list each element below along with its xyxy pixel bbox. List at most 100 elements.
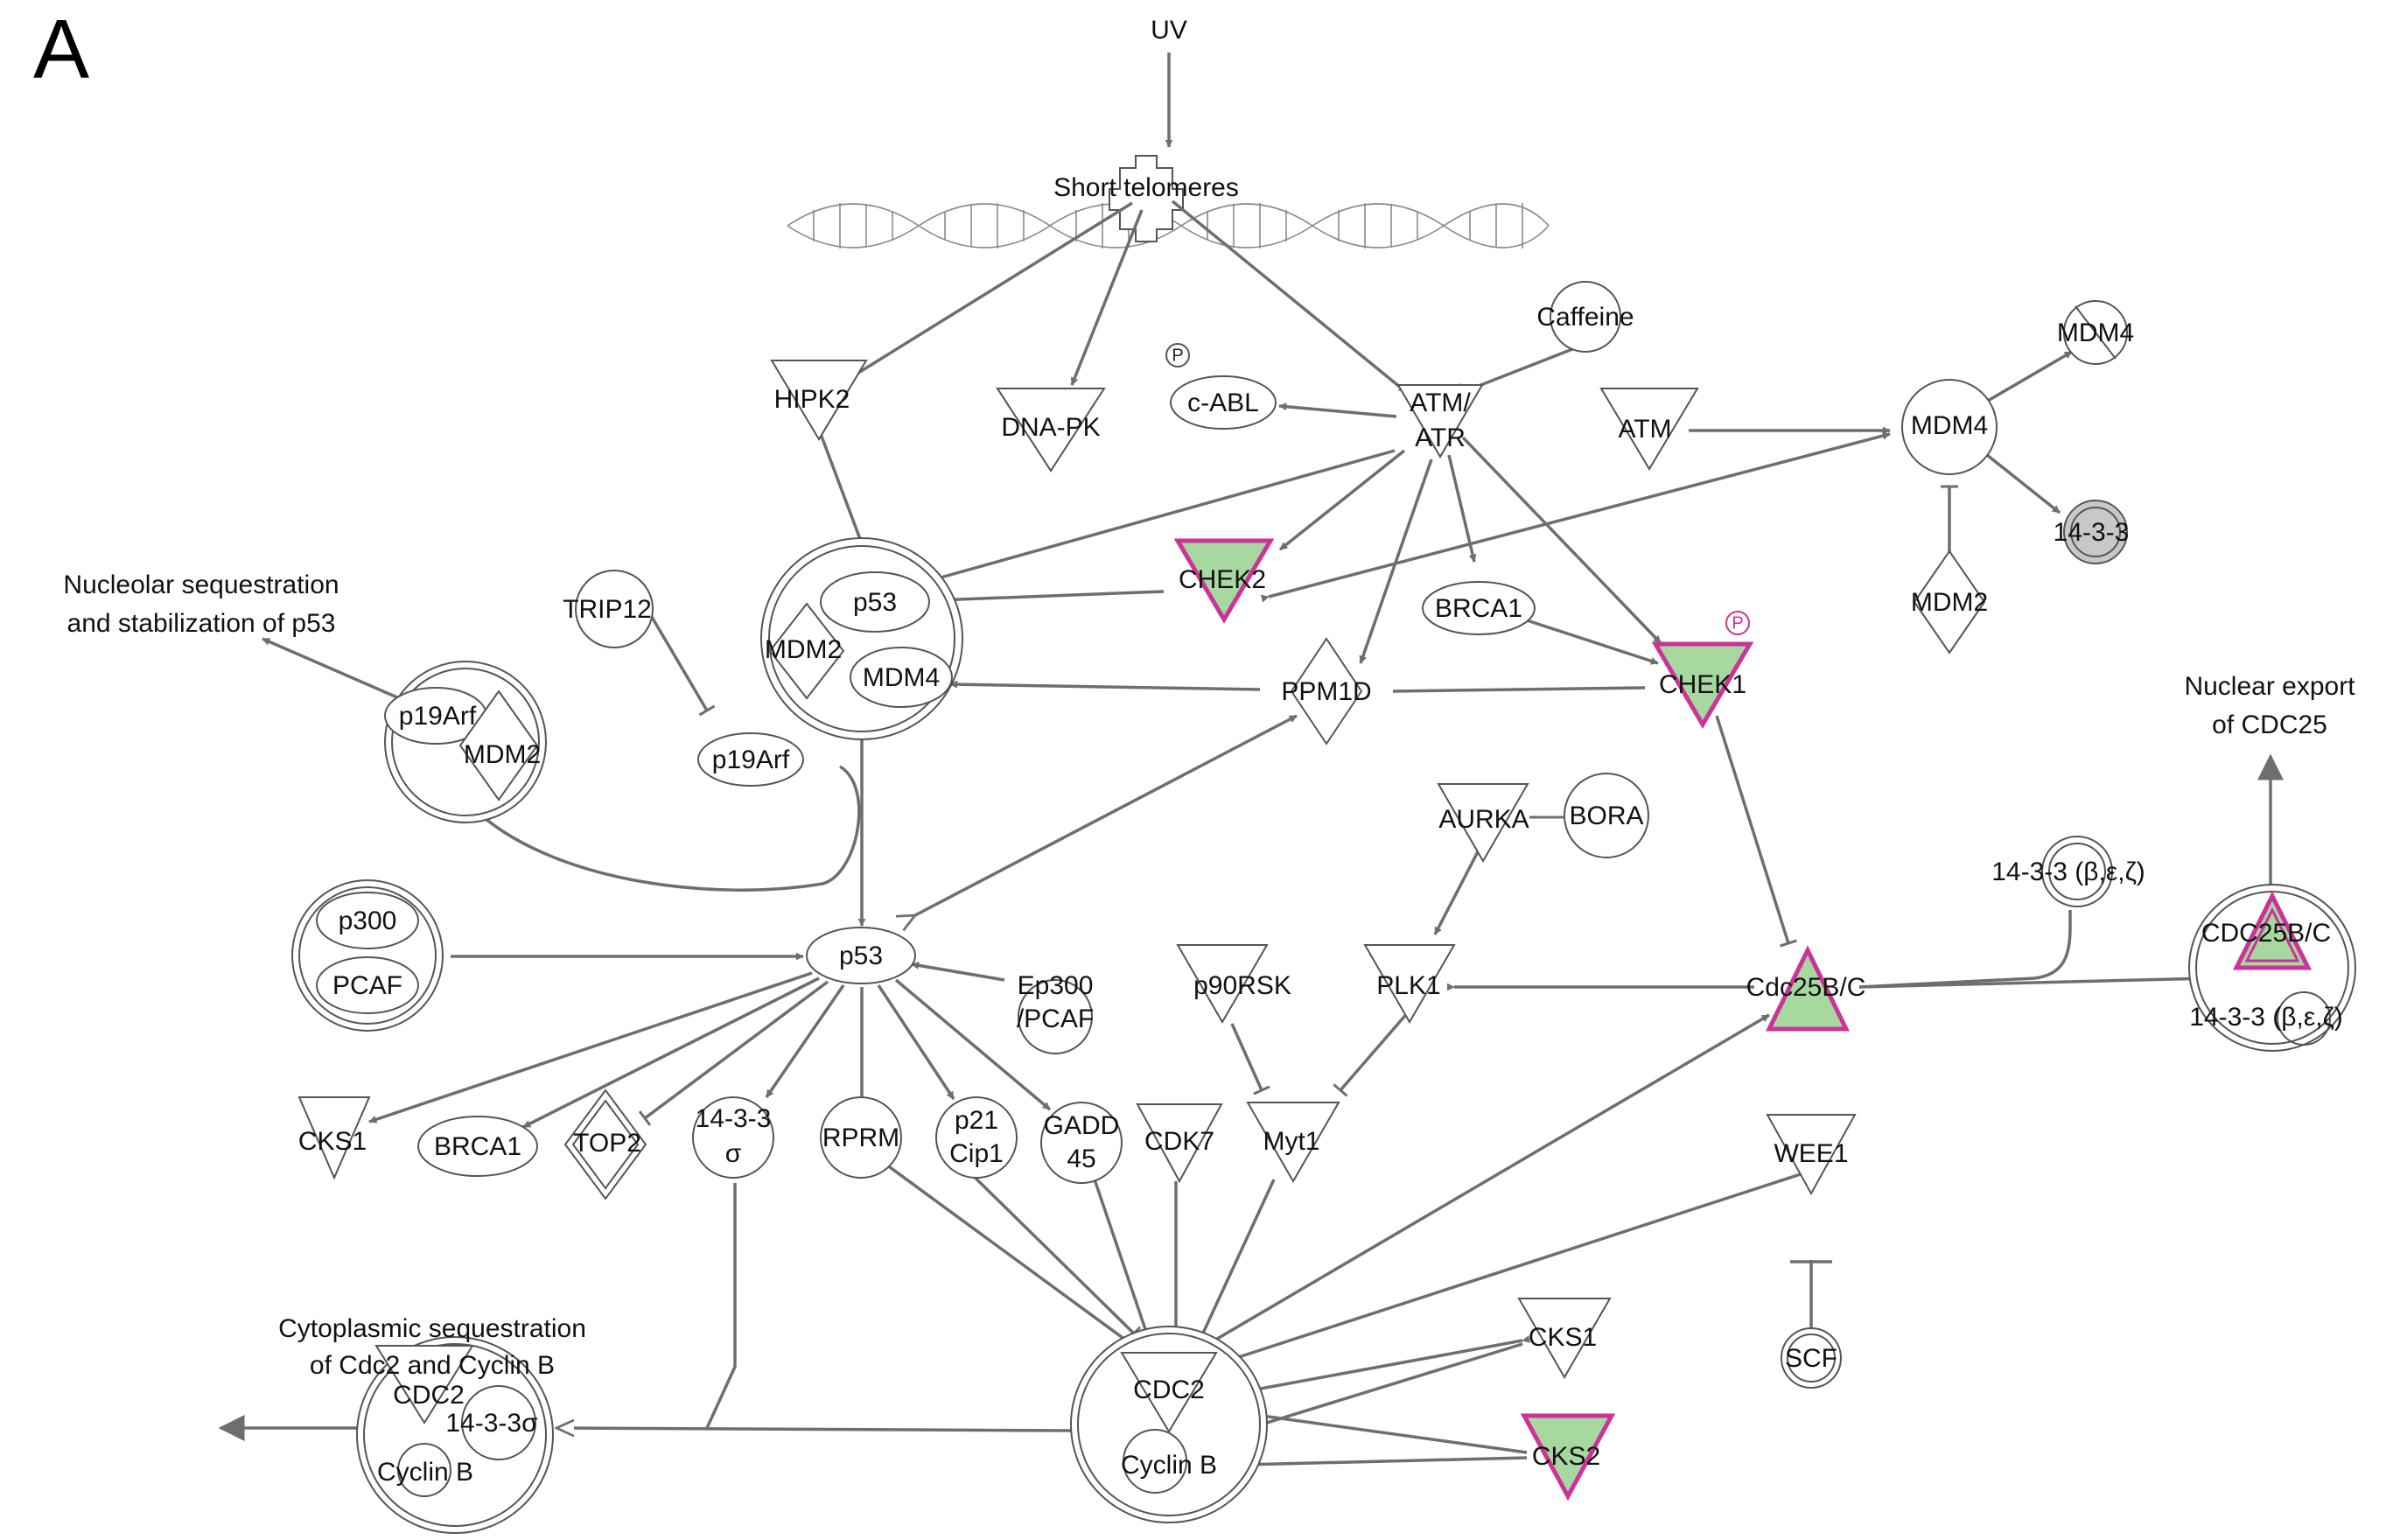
- cdc2-cyclinb-complex[interactable]: CDC2 Cyclin B: [1070, 1326, 1268, 1523]
- nucleolar-note-line2: and stabilization of p53: [67, 609, 336, 638]
- atm-atr-label-2: ATR: [1415, 424, 1466, 452]
- edge-p53-gadd45: [894, 978, 1052, 1111]
- edge-p53-brca1: [522, 976, 820, 1129]
- atm-atr-node[interactable]: ATM/ ATR: [1396, 384, 1484, 458]
- nucleolar-note-line1: Nucleolar sequestration: [63, 570, 339, 599]
- p53-node[interactable]: p53: [806, 927, 916, 984]
- edge-mdm4-mdm4: [1987, 350, 2073, 402]
- p19arf-mdm2-complex[interactable]: p19Arf MDM2: [384, 661, 547, 823]
- caffeine-node[interactable]: Caffeine: [1536, 281, 1634, 353]
- brca1-bottom-label: BRCA1: [434, 1132, 521, 1161]
- chek1-label: CHEK1: [1659, 670, 1746, 699]
- cks1-right-node[interactable]: CKS1: [1517, 1298, 1612, 1379]
- cks2-node[interactable]: CKS2: [1520, 1413, 1616, 1502]
- cdc25-1433-complex[interactable]: CDC25B/C 14-3-3 (β,ε,ζ): [2188, 884, 2356, 1052]
- edge-ppm1d-complex: [949, 680, 1261, 691]
- mdm4-top-node[interactable]: MDM4: [2057, 300, 2134, 365]
- gadd45-label-1: GADD: [1044, 1111, 1120, 1140]
- edge-p53-p21: [877, 984, 955, 1100]
- phospho-icon: [1165, 343, 1190, 368]
- edge-brca1-chek1: [1513, 614, 1659, 665]
- chek2-node[interactable]: CHEK2: [1173, 538, 1275, 624]
- top2-node[interactable]: TOP2: [563, 1088, 647, 1200]
- trip12-label: TRIP12: [563, 595, 652, 624]
- cks1-left-node[interactable]: CKS1: [297, 1096, 371, 1180]
- cx-left-cyclinb-label: Cyclin B: [377, 1458, 473, 1487]
- rprm-node[interactable]: RPRM: [820, 1096, 902, 1179]
- cks2-label: CKS2: [1532, 1442, 1600, 1471]
- myt1-node[interactable]: Myt1: [1246, 1102, 1340, 1183]
- grey-1433-node[interactable]: 14-3-3: [2054, 500, 2130, 564]
- cdk7-node[interactable]: CDK7: [1136, 1103, 1223, 1184]
- uv-label: UV: [1151, 16, 1187, 45]
- edge-atm-ppm1d: [1359, 458, 1433, 664]
- edge-wee1-cdc2: [1176, 1169, 1812, 1379]
- p300-label: p300: [339, 906, 397, 935]
- scf-node[interactable]: SCF: [1781, 1327, 1842, 1389]
- cx-1433-beze-label: 14-3-3 (β,ε,ζ): [2189, 1003, 2343, 1032]
- p53-mdm2-mdm4-complex[interactable]: p53 MDM2 MDM4: [760, 537, 963, 740]
- mdm4-degraded-mark: [2075, 305, 2117, 360]
- atm-label: ATM: [1618, 415, 1671, 444]
- plk1-node[interactable]: PLK1: [1363, 944, 1456, 1024]
- mdm2-right-node[interactable]: MDM2: [1911, 550, 1988, 654]
- gadd45-node[interactable]: GADD 45: [1040, 1102, 1123, 1184]
- top2-label: TOP2: [573, 1129, 641, 1158]
- edge-rprm-cdc2: [871, 1153, 1136, 1350]
- mdm4-center-node[interactable]: MDM4: [1901, 379, 1998, 475]
- ep300-pcaf-node[interactable]: Ep300 /PCAF: [1017, 971, 1094, 1054]
- cdk7-label: CDK7: [1144, 1127, 1214, 1156]
- p90rsk-label: p90RSK: [1193, 971, 1291, 1000]
- c-abl-phospho-label: P: [1172, 346, 1183, 365]
- cdc25bc-label: Cdc25B/C: [1746, 973, 1866, 1002]
- cx-left-cdc2-label: CDC2: [393, 1381, 465, 1410]
- atm-node[interactable]: ATM: [1599, 388, 1699, 471]
- edge-ppm1d-p53: [915, 714, 1298, 915]
- cdc25bc-node[interactable]: Cdc25B/C: [1746, 945, 1866, 1032]
- hipk2-node[interactable]: HIPK2: [770, 360, 868, 441]
- edge-p53-top2: [638, 980, 829, 1126]
- edge-plk1-myt1: [1333, 1010, 1410, 1097]
- bora-node[interactable]: BORA: [1564, 773, 1649, 858]
- edge-complex-nucleolar: [262, 637, 412, 705]
- edge-trip12-p19arf: [647, 612, 716, 717]
- edge-cdc25-1433: [1858, 910, 2072, 989]
- dna-pk-node[interactable]: DNA-PK: [996, 388, 1106, 472]
- short-telomeres-label: Short telomeres: [1053, 173, 1239, 202]
- scf-label: SCF: [1785, 1344, 1837, 1373]
- p300-pcaf-complex[interactable]: p300 PCAF: [291, 879, 444, 1032]
- chek1-node[interactable]: CHEK1 P: [1651, 611, 1754, 729]
- p21-cip1-node[interactable]: p21 Cip1: [935, 1096, 1018, 1179]
- cyto-note-line2: of Cdc2 and Cyclin B: [310, 1351, 555, 1380]
- cdc2-1433s-cyclinb-complex[interactable]: CDC2 14-3-3σ Cyclin B: [356, 1336, 554, 1534]
- sigma-1433-label-1: 14-3-3: [696, 1104, 772, 1133]
- edge-p53-1433s: [765, 984, 845, 1098]
- brca1-bottom-node[interactable]: BRCA1: [417, 1116, 538, 1177]
- p90rsk-node[interactable]: p90RSK: [1176, 944, 1291, 1024]
- brca1-top-node[interactable]: BRCA1: [1422, 581, 1536, 635]
- rprm-label: RPRM: [822, 1124, 899, 1152]
- edge-cdc2-cyto-complex: [556, 1428, 1074, 1431]
- edge-cdc2-cks2-b: [1242, 1456, 1528, 1466]
- edge-1433s-cyto: [705, 1183, 737, 1429]
- sigma-1433-label-2: σ: [725, 1139, 742, 1168]
- sigma-1433-node[interactable]: 14-3-3 σ: [692, 1096, 774, 1179]
- complex-mdm2-label: MDM2: [765, 635, 842, 664]
- wee1-node[interactable]: WEE1: [1766, 1114, 1857, 1196]
- wee1-label: WEE1: [1774, 1139, 1848, 1168]
- edge-cdc25-complex: [1858, 978, 2208, 989]
- edge-p19arf-complex: [478, 765, 861, 892]
- myt1-label: Myt1: [1263, 1127, 1319, 1156]
- chek1-phospho-label: P: [1732, 613, 1743, 633]
- complex-mdm4-label: MDM4: [863, 663, 940, 692]
- p19arf-node[interactable]: p19Arf: [697, 732, 804, 787]
- trip12-node[interactable]: TRIP12: [563, 570, 654, 648]
- edge-mdm4-1433: [1981, 450, 2061, 514]
- c-abl-node[interactable]: c-ABL P: [1165, 343, 1277, 430]
- edge-gadd45-cdc2: [1092, 1176, 1155, 1336]
- free-1433-beze-node[interactable]: 14-3-3 (β,ε,ζ): [1991, 836, 2145, 907]
- ppm1d-node[interactable]: PPM1D: [1281, 637, 1372, 746]
- short-telomeres-node-icon: [1109, 155, 1184, 242]
- aurka-node[interactable]: AURKA: [1437, 783, 1529, 863]
